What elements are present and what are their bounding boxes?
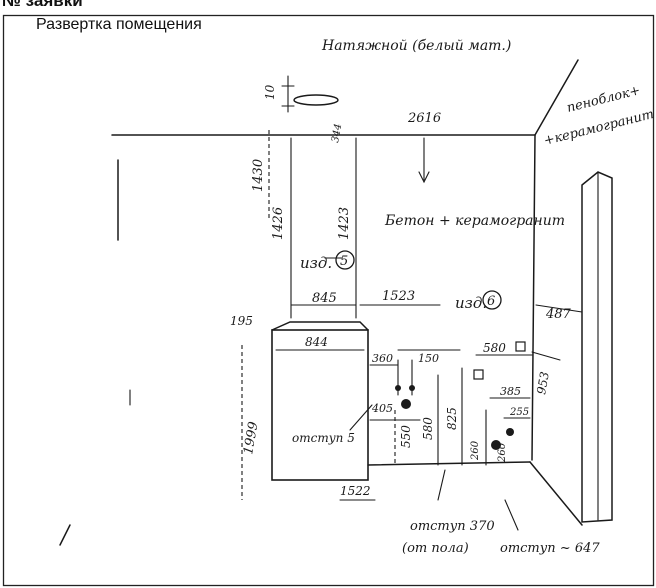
drawing-frame [2,14,655,587]
dim-1523: 1523 [382,289,415,304]
dim-580b: 580 [421,417,435,440]
offset370-note-2: (от пола) [402,541,469,556]
valve-3 [401,399,411,409]
valve-1 [395,385,401,391]
dim-1999: 1999 [241,420,262,455]
light-fixture [293,94,339,106]
dim-255: 255 [509,407,529,418]
dim-360: 360 [372,352,393,365]
item6-circle [482,290,502,310]
dim-260b: 260 [497,442,508,463]
wall-column [581,171,613,523]
dim-2616: 2616 [407,111,441,126]
offset370-arrow [437,469,446,501]
offset647-note: отступ ~ 647 [500,541,600,556]
page-title: Развертка помещения [36,16,202,33]
item5-box [271,329,369,481]
dim-150: 150 [418,352,439,365]
offset5-arrow [349,404,373,431]
wall-right-note-1: пеноблок+ [565,83,642,116]
item6-label: изд. [455,294,487,312]
valve-2 [409,385,415,391]
wall-right-note-2: +керамогранит [542,107,655,149]
item5-top [271,321,369,331]
offset5-note: отступ 5 [292,431,355,445]
dim-580a: 580 [483,341,506,355]
dim-344: 344 [330,123,344,144]
dim-1426: 1426 [271,207,286,240]
offset647-arrow [504,499,519,531]
wall-left-note: Бетон + керамогранит [384,213,565,229]
valve-4 [506,428,514,436]
dim-845: 845 [312,291,337,306]
item5-label: изд. [300,254,332,272]
dim-10: 10 [263,84,277,100]
wall-corner-line [534,59,579,136]
dim-825: 825 [445,407,459,430]
dim-405: 405 [371,402,393,415]
item5-number: 5 [340,254,348,269]
socket-1 [473,369,484,380]
socket-2 [515,341,526,352]
dim-1522: 1522 [340,484,371,498]
dim-953: 953 [534,370,552,395]
wall-corner-vertical [531,134,536,461]
stray-mark-1 [59,524,71,546]
ceiling-note: Натяжной (белый мат.) [321,38,511,54]
dim-1423: 1423 [337,207,352,240]
dim-385: 385 [500,385,521,398]
valve-5 [491,440,501,450]
item6-number: 6 [487,294,495,309]
dim953-line [531,351,561,361]
dim-550: 550 [399,425,413,448]
floor-diagonal [529,461,583,526]
dim487-line [535,304,583,313]
dim-1430: 1430 [251,159,266,192]
dim2616-arrow [418,171,430,184]
dim-487: 487 [545,307,572,322]
dim-260a: 260 [470,440,481,461]
offset370-note-1: отступ 370 [410,519,495,534]
dim-195: 195 [230,314,253,328]
floor-line [367,461,531,466]
dim-844: 844 [305,335,328,349]
order-number-label: № заявки [2,0,83,10]
item5-circle [335,250,355,270]
